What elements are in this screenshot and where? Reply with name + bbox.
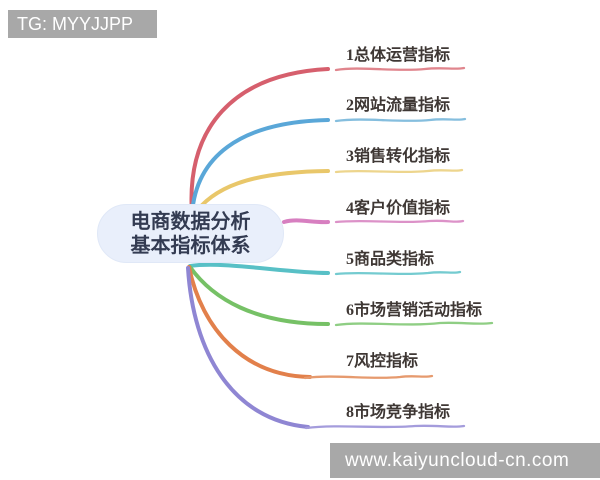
branch-2-underline [334,117,467,123]
branch-6-curve [188,265,330,326]
branch-5-underline [334,270,462,276]
watermark-bottom-right-text: www.kaiyuncloud-cn.com [345,449,570,471]
branch-label-7[interactable]: 7风控指标 [346,353,419,370]
branch-1-curve [189,67,330,216]
branch-2-curve [190,118,330,216]
branch-label-4[interactable]: 4客户价值指标 [346,200,451,217]
branch-8-underline [304,424,466,430]
branch-label-6[interactable]: 6市场营销活动指标 [346,302,483,319]
branch-label-3[interactable]: 3销售转化指标 [346,148,451,165]
watermark-top-left: TG: MYYJJPP [8,10,157,38]
branch-1-underline [334,66,466,72]
branch-3-underline [334,168,464,174]
branch-label-1[interactable]: 1总体运营指标 [346,47,451,64]
branch-7-underline [303,374,434,380]
branch-4-underline [334,219,465,224]
branch-4-curve [282,218,330,225]
branch-label-2[interactable]: 2网站流量指标 [346,97,451,114]
watermark-bottom-right: www.kaiyuncloud-cn.com [330,443,600,478]
branch-label-5[interactable]: 5商品类指标 [346,251,435,268]
branch-label-8[interactable]: 8市场竞争指标 [346,404,451,421]
branch-7-curve [187,265,312,379]
root-topic-line2: 基本指标体系 [130,234,251,257]
branch-5-curve [188,262,330,275]
branch-8-curve [186,266,310,429]
root-topic[interactable]: 电商数据分析 基本指标体系 [97,204,284,263]
root-topic-line1: 电商数据分析 [130,210,251,233]
branch-6-underline [334,321,494,327]
watermark-top-left-text: TG: MYYJJPP [17,13,134,34]
